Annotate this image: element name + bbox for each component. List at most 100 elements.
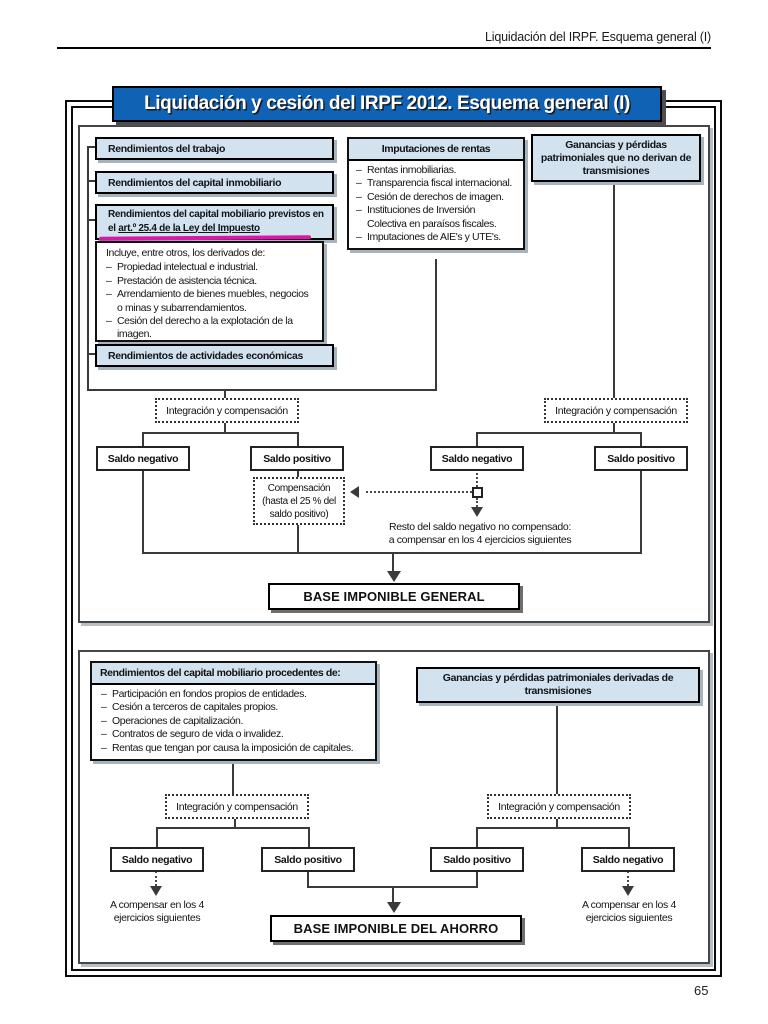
- a-compensar-note: A compensar en los 4 ejercicios siguient…: [582, 899, 676, 924]
- dotted-connector: [366, 491, 472, 493]
- page-title: Liquidación y cesión del IRPF 2012. Esqu…: [144, 93, 630, 114]
- list-item: –Arrendamiento de bienes muebles, negoci…: [106, 288, 309, 314]
- connector: [224, 389, 226, 399]
- box-rendimientos-capital-mobiliario-254: Rendimientos del capital mobiliario prev…: [95, 204, 334, 240]
- connector: [476, 432, 642, 434]
- connector: [297, 521, 299, 554]
- underlined-law-reference: art.º 25.4 de la Ley del Impuesto: [118, 222, 260, 234]
- list-item: –Propiedad intelectual e industrial.: [106, 261, 258, 274]
- box-label: Integración y compensación: [498, 800, 620, 813]
- saldo-positivo-box: Saldo positivo: [261, 847, 355, 872]
- compensacion-box: Compensación (hasta el 25 % del saldo po…: [253, 477, 345, 525]
- arrow-left-icon: [350, 486, 359, 498]
- connector: [556, 699, 558, 794]
- box-label: Integración y compensación: [166, 404, 288, 417]
- saldo-negativo-box: Saldo negativo: [430, 446, 524, 471]
- dotted-connector: [155, 871, 157, 886]
- arrow-down-icon: [387, 902, 401, 913]
- box-label: Rendimientos de actividades económicas: [108, 349, 304, 362]
- box-rendimientos-capital-inmobiliario: Rendimientos del capital inmobiliario: [95, 171, 334, 194]
- integracion-compensacion-box: Integración y compensación: [487, 794, 631, 819]
- connector: [476, 871, 478, 888]
- box-label: Rendimientos del capital mobiliario prev…: [108, 209, 324, 234]
- connector: [142, 469, 144, 554]
- connector: [392, 886, 394, 903]
- connector: [224, 423, 226, 434]
- arrow-down-icon: [471, 507, 483, 517]
- box-label: Rendimientos del trabajo: [108, 142, 226, 155]
- connector: [613, 423, 615, 434]
- box-title: Rendimientos del capital mobiliario proc…: [92, 663, 375, 685]
- saldo-positivo-box: Saldo positivo: [594, 446, 688, 471]
- connector: [628, 827, 630, 848]
- connector: [307, 871, 309, 888]
- list-item: –Rentas que tengan por causa la imposici…: [101, 741, 354, 754]
- box-rendimientos-actividades: Rendimientos de actividades económicas: [95, 344, 334, 367]
- connector: [87, 146, 96, 148]
- box-incluye-derivados: Incluye, entre otros, los derivados de: …: [95, 241, 324, 342]
- connector: [156, 827, 158, 848]
- saldo-negativo-box: Saldo negativo: [96, 446, 190, 471]
- list-item: –Cesión del derecho a la explotación de …: [106, 315, 293, 341]
- box-label: Compensación (hasta el 25 % del saldo po…: [262, 482, 336, 520]
- box-ganancias-no-transmisiones: Ganancias y pérdidas patrimoniales que n…: [531, 134, 701, 182]
- box-imputaciones-rentas: Imputaciones de rentas –Rentas inmobilia…: [347, 137, 525, 251]
- dotted-connector: [476, 498, 478, 507]
- connector: [156, 827, 310, 829]
- list-item: –Participación en fondos propios de enti…: [101, 688, 307, 700]
- connector: [234, 818, 236, 829]
- connector: [476, 432, 478, 447]
- connector: [297, 432, 299, 447]
- saldo-negativo-box: Saldo negativo: [581, 847, 675, 872]
- integracion-compensacion-box: Integración y compensación: [165, 794, 309, 819]
- list-intro: Incluye, entre otros, los derivados de:: [106, 247, 265, 259]
- arrow-down-icon: [387, 571, 401, 582]
- arrow-down-icon: [150, 886, 162, 896]
- connector: [87, 219, 96, 221]
- saldo-positivo-box: Saldo positivo: [250, 446, 344, 471]
- connector: [297, 469, 299, 478]
- arrow-down-icon: [622, 886, 634, 896]
- connector: [87, 353, 96, 355]
- connector: [640, 469, 642, 554]
- list-item: –Cesión a terceros de capitales propios.: [101, 701, 278, 714]
- connector: [87, 180, 96, 182]
- base-imponible-general-box: BASE IMPONIBLE GENERAL: [268, 583, 520, 610]
- list-item: –Operaciones de capitalización.: [101, 714, 244, 727]
- title-banner: Liquidación y cesión del IRPF 2012. Esqu…: [112, 86, 662, 122]
- list-item: –Rentas inmobiliarias.: [356, 164, 457, 176]
- connector: [87, 146, 89, 391]
- box-label: Ganancias y pérdidas patrimoniales deriv…: [442, 672, 674, 697]
- box-label: Rendimientos del capital inmobiliario: [108, 176, 282, 189]
- list-item: –Transparencia fiscal internacional.: [356, 177, 512, 190]
- dotted-connector: [627, 871, 629, 886]
- junction-square-marker: [472, 487, 483, 498]
- list-item: –Cesión de derechos de imagen.: [356, 190, 504, 203]
- connector: [142, 432, 299, 434]
- connector: [87, 389, 437, 391]
- connector: [640, 432, 642, 447]
- box-title: Imputaciones de rentas: [349, 139, 523, 161]
- connector: [613, 180, 615, 399]
- list-item: –Prestación de asistencia técnica.: [106, 274, 257, 287]
- a-compensar-note: A compensar en los 4 ejercicios siguient…: [110, 899, 204, 924]
- connector: [435, 259, 437, 391]
- box-label: Integración y compensación: [176, 800, 298, 813]
- box-label: Ganancias y pérdidas patrimoniales que n…: [540, 138, 692, 177]
- bottom-section-frame: [78, 650, 710, 964]
- integracion-compensacion-box: Integración y compensación: [155, 398, 299, 423]
- saldo-negativo-box: Saldo negativo: [110, 847, 204, 872]
- connector: [556, 818, 558, 829]
- connector: [142, 432, 144, 447]
- saldo-positivo-box: Saldo positivo: [430, 847, 524, 872]
- connector: [308, 827, 310, 848]
- list-item: –Imputaciones de AIE's y UTE's.: [356, 231, 501, 244]
- list-item: –Instituciones de Inversión Colectiva en…: [356, 204, 497, 230]
- list-item: –Contratos de seguro de vida o invalidez…: [101, 728, 284, 741]
- box-capital-mobiliario-procedentes: Rendimientos del capital mobiliario proc…: [90, 661, 377, 762]
- resto-saldo-note: Resto del saldo negativo no compensado: …: [388, 521, 572, 546]
- dotted-connector: [476, 469, 478, 487]
- top-section-frame: [78, 125, 710, 623]
- connector: [232, 761, 234, 794]
